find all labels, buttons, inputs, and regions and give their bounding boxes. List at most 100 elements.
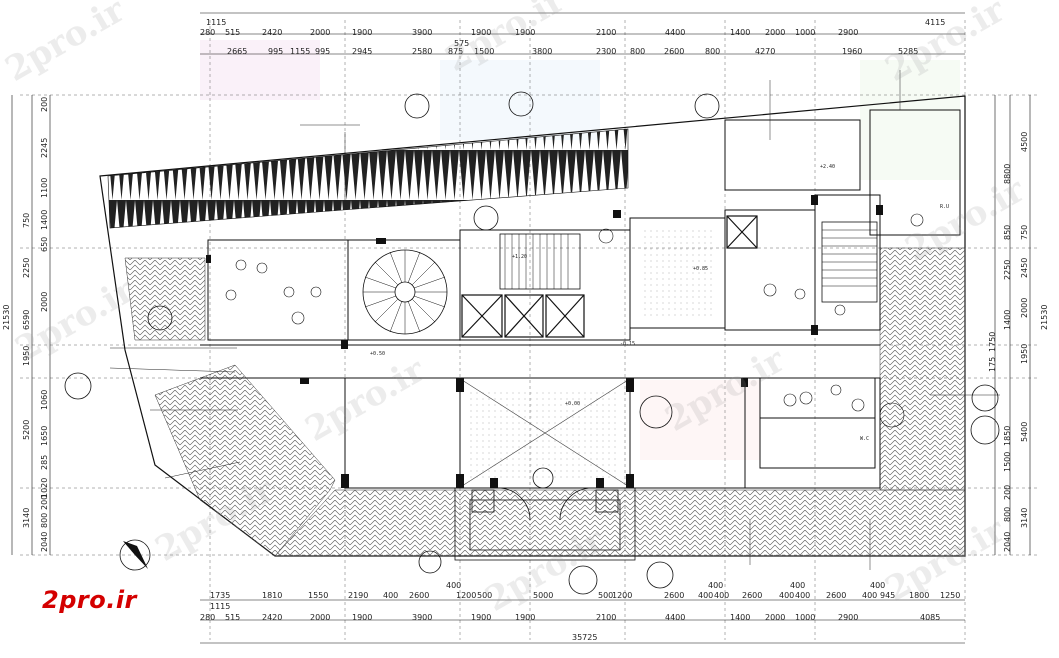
dim-text: 2450 bbox=[1020, 258, 1029, 278]
dim-text: 995 bbox=[268, 47, 283, 56]
dim-text: 1400 bbox=[730, 28, 750, 37]
dim-text: 1800 bbox=[909, 591, 929, 600]
straight-stairs bbox=[499, 221, 878, 303]
dim-text: 515 bbox=[225, 28, 240, 37]
room-label: +1.20 bbox=[512, 254, 527, 260]
dim-text: 2300 bbox=[596, 47, 616, 56]
shaft bbox=[726, 215, 758, 249]
dim-text: 1000 bbox=[795, 613, 815, 622]
dim-text: 1900 bbox=[352, 28, 372, 37]
dim-text: 2600 bbox=[664, 47, 684, 56]
room-label: R.U bbox=[940, 204, 949, 210]
left-dimensions: 21530 750 2250 6590 1950 5200 3140 200 1… bbox=[2, 97, 49, 552]
dim-text: 1950 bbox=[1020, 344, 1029, 364]
dim-text: 800 bbox=[1003, 507, 1012, 522]
side-dimension-lines bbox=[11, 95, 1031, 555]
dim-text: 750 bbox=[22, 213, 31, 228]
dim-text: 1900 bbox=[515, 613, 535, 622]
dim-text: 1550 bbox=[308, 591, 328, 600]
dim-text: 2900 bbox=[838, 28, 858, 37]
sawtooth-canopy bbox=[107, 128, 629, 229]
elevators bbox=[461, 294, 585, 338]
dim-text: 1000 bbox=[795, 28, 815, 37]
room-label: +0.50 bbox=[370, 351, 385, 357]
dim-text: 2580 bbox=[412, 47, 432, 56]
dim-text: 8800 bbox=[1003, 164, 1012, 184]
dim-text: 1115 bbox=[210, 602, 230, 611]
trees bbox=[64, 91, 1000, 595]
top-dimensions: 1115 4115 280 515 2420 2000 1900 3900 19… bbox=[200, 18, 945, 56]
dim-text: 1900 bbox=[471, 28, 491, 37]
dim-text: 1020 bbox=[40, 478, 49, 498]
dim-text: 800 bbox=[705, 47, 720, 56]
dim-text: 2190 bbox=[348, 591, 368, 600]
dim-text: 400 bbox=[446, 581, 461, 590]
top-dimension-lines bbox=[200, 12, 965, 644]
dim-text: 1850 bbox=[1003, 426, 1012, 446]
dim-text: 1400 bbox=[40, 210, 49, 230]
dim-text: 800 bbox=[40, 513, 49, 528]
dim-text: 400 bbox=[708, 581, 723, 590]
room-label: W.C bbox=[860, 436, 869, 442]
dim-text: 2100 bbox=[596, 613, 616, 622]
dim-text: 800 bbox=[630, 47, 645, 56]
dim-text: 2000 bbox=[765, 28, 785, 37]
dim-text: 1650 bbox=[40, 426, 49, 446]
dim-text: 4115 bbox=[925, 18, 945, 27]
dim-text: 3800 bbox=[532, 47, 552, 56]
dim-text: 1400 bbox=[1003, 310, 1012, 330]
dim-text: 1500 bbox=[1003, 452, 1012, 472]
dim-text: 850 bbox=[1003, 225, 1012, 240]
dim-text: 4270 bbox=[755, 47, 775, 56]
dim-text: 400 bbox=[383, 591, 398, 600]
interior-walls bbox=[200, 109, 961, 489]
dim-text: 5285 bbox=[898, 47, 918, 56]
dim-text: 400 bbox=[870, 581, 885, 590]
dim-text: 1900 bbox=[352, 613, 372, 622]
dim-text: 2420 bbox=[262, 28, 282, 37]
dim-text: 500 bbox=[598, 591, 613, 600]
dim-text: 6590 bbox=[22, 310, 31, 330]
dim-text: 200 bbox=[40, 495, 49, 510]
dim-text: 995 bbox=[315, 47, 330, 56]
dim-text: 2000 bbox=[1020, 298, 1029, 318]
dim-text: 175 bbox=[988, 357, 997, 372]
dim-text: 1200 bbox=[612, 591, 632, 600]
dim-text: 4085 bbox=[920, 613, 940, 622]
dim-text: 2420 bbox=[262, 613, 282, 622]
room-label: -0.15 bbox=[620, 341, 635, 347]
room-labels: +0.50 +0.00 R.U +0.85 W.C -0.15 +1.20 +2… bbox=[370, 164, 949, 442]
dim-text: 1250 bbox=[940, 591, 960, 600]
dim-text: 285 bbox=[40, 455, 49, 470]
dim-text: 2900 bbox=[838, 613, 858, 622]
dim-text: 2665 bbox=[227, 47, 247, 56]
dim-text: 1100 bbox=[40, 178, 49, 198]
dim-text: 2250 bbox=[22, 258, 31, 278]
dim-text: 3900 bbox=[412, 613, 432, 622]
dim-text: 2040 bbox=[1003, 532, 1012, 552]
dim-text: 945 bbox=[880, 591, 895, 600]
dim-text: 1960 bbox=[842, 47, 862, 56]
dim-text: 5200 bbox=[22, 420, 31, 440]
dim-text: 1400 bbox=[730, 613, 750, 622]
dim-text: 2245 bbox=[40, 138, 49, 158]
dim-text: 3900 bbox=[412, 28, 432, 37]
dim-text: 1750 bbox=[988, 332, 997, 352]
dim-text: 400 bbox=[698, 591, 713, 600]
dim-text: 3140 bbox=[1020, 508, 1029, 528]
bottom-dimensions: 1735 1810 1550 2190 400 2600 1200 500 50… bbox=[200, 581, 960, 642]
dim-text: 2250 bbox=[1003, 260, 1012, 280]
central-hall-cross bbox=[461, 379, 629, 487]
background-tints bbox=[200, 40, 960, 460]
dim-text: 4500 bbox=[1020, 132, 1029, 152]
dim-text: 200 bbox=[40, 97, 49, 112]
dim-text: 2100 bbox=[596, 28, 616, 37]
dim-text: 4400 bbox=[665, 613, 685, 622]
dim-text: 21530 bbox=[2, 305, 11, 330]
dim-text: 750 bbox=[1020, 225, 1029, 240]
dim-text: 2600 bbox=[826, 591, 846, 600]
dim-text: 1500 bbox=[474, 47, 494, 56]
room-label: +2.40 bbox=[820, 164, 835, 170]
dim-text: 1810 bbox=[262, 591, 282, 600]
room-label: +0.00 bbox=[565, 401, 580, 407]
